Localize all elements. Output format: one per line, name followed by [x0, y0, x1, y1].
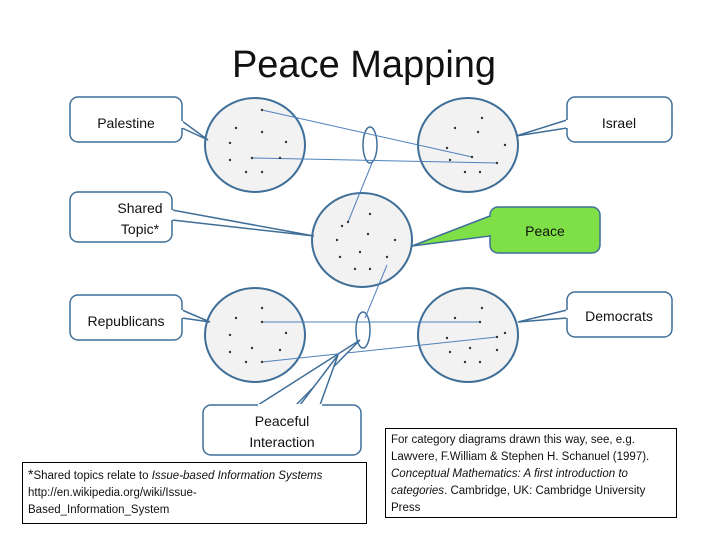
reference-book-title: Conceptual Mathematics: A first introduc… — [391, 468, 628, 480]
reference-line2: Lawvere, F.William & Stephen H. Schanuel… — [391, 451, 650, 463]
peaceful-label-line2: Interaction — [249, 434, 314, 450]
republicans-callout: Republicans — [69, 294, 211, 341]
shared-topic-circle — [311, 192, 413, 288]
peace-callout: Peace — [411, 206, 601, 254]
palestine-circle — [204, 97, 306, 193]
palestine-label: Palestine — [97, 115, 155, 131]
peace-label: Peace — [525, 223, 565, 239]
reference-publisher: . Cambridge, UK: Cambridge University — [444, 485, 646, 497]
democrats-circle — [417, 287, 519, 383]
reference-line1: For category diagrams drawn this way, se… — [391, 434, 635, 446]
palestine-callout: Palestine — [69, 96, 209, 143]
footnote-text: Shared topics relate to — [33, 470, 152, 482]
reference-line5: Press — [391, 502, 421, 514]
page-title: Peace Mapping — [231, 44, 497, 86]
peaceful-label-line1: Peaceful — [255, 413, 309, 429]
democrats-callout: Democrats — [517, 291, 673, 338]
shared-topic-label-line1: Shared — [117, 200, 162, 216]
peaceful-interaction-callout: Peaceful Interaction — [202, 339, 362, 456]
bottom-connector-ellipse — [355, 311, 371, 349]
democrats-label: Democrats — [585, 308, 653, 324]
republicans-label: Republicans — [87, 313, 164, 329]
shared-topic-label-line2: Topic* — [121, 221, 160, 237]
israel-callout: Israel — [515, 96, 673, 143]
footnote-star: * — [28, 466, 34, 482]
shared-topic-callout: Shared Topic* — [69, 191, 315, 243]
mapping-lines — [251, 109, 498, 363]
republicans-circle — [204, 287, 306, 383]
footnote-link-line2[interactable]: Based_Information_System — [28, 504, 170, 516]
footnote-emphasis: Issue-based Information Systems — [151, 470, 323, 482]
israel-label: Israel — [602, 115, 636, 131]
category-dots — [228, 108, 507, 364]
top-connector-ellipse — [362, 126, 378, 164]
reference-book-title-end: categories — [391, 485, 445, 497]
israel-circle — [417, 97, 519, 193]
footnote-link-line1[interactable]: http://en.wikipedia.org/wiki/Issue- — [28, 487, 197, 499]
shared-topics-footnote: *Shared topics relate to Issue-based Inf… — [22, 462, 367, 524]
reference-note: For category diagrams drawn this way, se… — [385, 428, 677, 518]
